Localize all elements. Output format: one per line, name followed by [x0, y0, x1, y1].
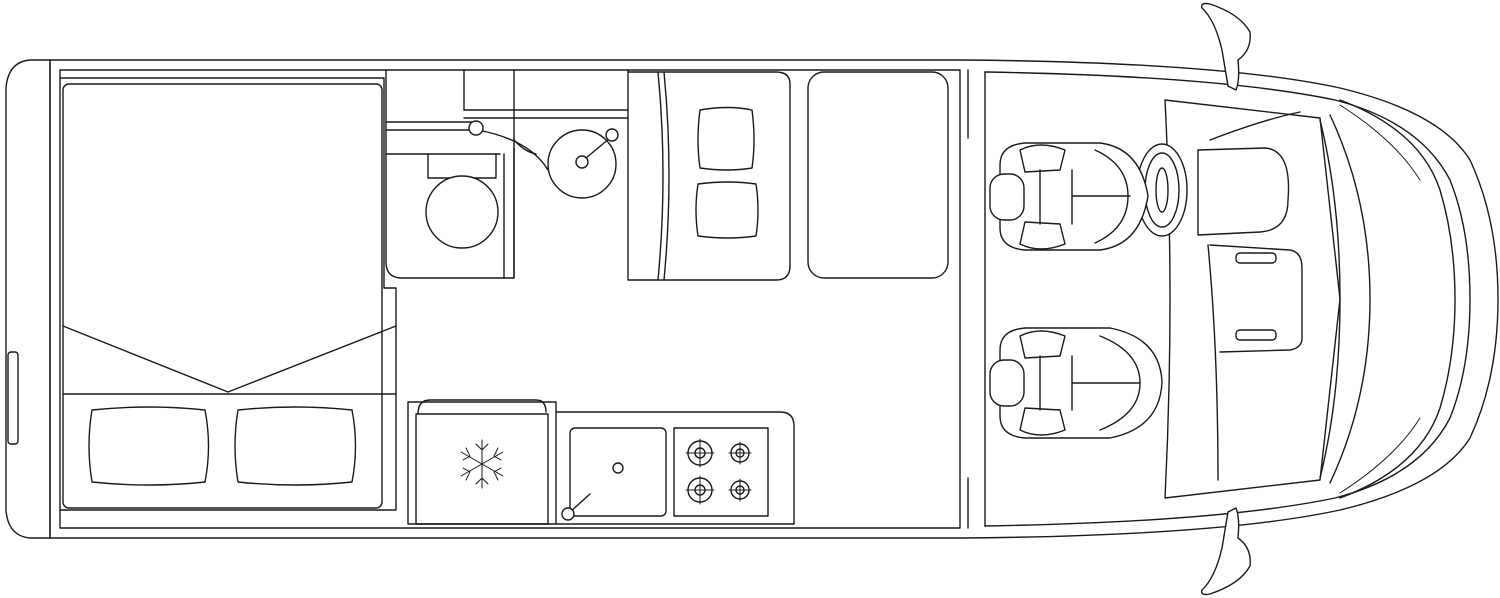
cab-inner-line	[984, 71, 1471, 527]
mirror-bottom	[1200, 507, 1251, 596]
sink-icon	[569, 427, 667, 517]
side-mirrors	[1200, 2, 1251, 596]
bed-blanket-fold	[62, 325, 397, 393]
bathroom	[385, 69, 515, 279]
driver-seat-headrest-top	[1019, 144, 1066, 173]
vent-bottom	[1235, 329, 1277, 341]
hood-crease-top	[1339, 104, 1421, 181]
shower-knob	[468, 120, 484, 136]
shower-hose	[585, 137, 611, 159]
bed-mattress	[62, 83, 383, 509]
dashboard	[1164, 99, 1341, 499]
shower-curve	[477, 129, 549, 171]
center-console	[1209, 244, 1303, 353]
hood-line	[1329, 114, 1371, 484]
inner-wall	[59, 69, 961, 529]
shower-curve-2	[513, 139, 537, 155]
passenger-seat-bolster	[1099, 335, 1141, 431]
vent-top	[1235, 252, 1277, 264]
shower-valve	[605, 128, 619, 142]
bed-pillow-left	[88, 406, 210, 486]
cooktop	[673, 427, 769, 517]
counter-outline	[555, 411, 795, 525]
kitchen-counter	[555, 411, 795, 525]
toilet-tank	[427, 153, 497, 179]
sink-drain	[612, 462, 624, 474]
dinette	[627, 69, 949, 281]
dashboard-inner-top	[1209, 111, 1301, 141]
rear-bed	[59, 77, 397, 511]
body-outline	[49, 59, 1499, 539]
passenger-seat-headrest-top	[1019, 330, 1066, 359]
dashboard-inner	[1207, 244, 1219, 481]
dashboard-outline	[1164, 99, 1341, 499]
driver-seat-bolster	[1094, 149, 1129, 244]
shower-tray	[547, 129, 617, 199]
dinette-seat-curve	[657, 71, 664, 281]
sink-faucet	[569, 493, 591, 513]
driver-seat	[989, 142, 1149, 251]
shower	[463, 69, 629, 199]
passenger-seat-back	[989, 359, 1025, 407]
snowflake-icon	[460, 439, 504, 489]
cab-inner-line-2	[1339, 99, 1456, 499]
rear-light	[7, 351, 19, 445]
shower-head-icon	[575, 155, 589, 169]
bed-frame	[59, 77, 397, 511]
driver-seat-back	[989, 173, 1025, 221]
hood-crease-bottom	[1339, 417, 1421, 494]
dinette-bench	[627, 69, 791, 281]
sink-faucet-base	[561, 507, 575, 521]
dinette-cushion-bottom	[695, 181, 759, 239]
windshield-line	[1319, 119, 1341, 479]
bathroom-outline	[385, 69, 515, 279]
vehicle-body	[5, 59, 1499, 539]
rear-bumper	[5, 59, 51, 539]
fridge-inner	[415, 413, 549, 525]
fridge-door-top	[417, 399, 547, 415]
steering-column	[1197, 147, 1290, 236]
mirror-top	[1200, 2, 1251, 91]
dinette-seat-curve-2	[663, 71, 670, 281]
steering-wheel-hub	[1155, 167, 1169, 213]
toilet-icon	[425, 175, 499, 249]
passenger-seat	[989, 327, 1163, 439]
bed-pillow-right	[234, 406, 357, 486]
passenger-seat-headrest-bottom	[1019, 407, 1066, 436]
gas-burner-icon	[685, 438, 752, 505]
driver-seat-headrest-bottom	[1019, 221, 1066, 250]
refrigerator	[407, 399, 557, 525]
dinette-table	[807, 71, 949, 279]
dinette-cushion-top	[697, 106, 755, 171]
